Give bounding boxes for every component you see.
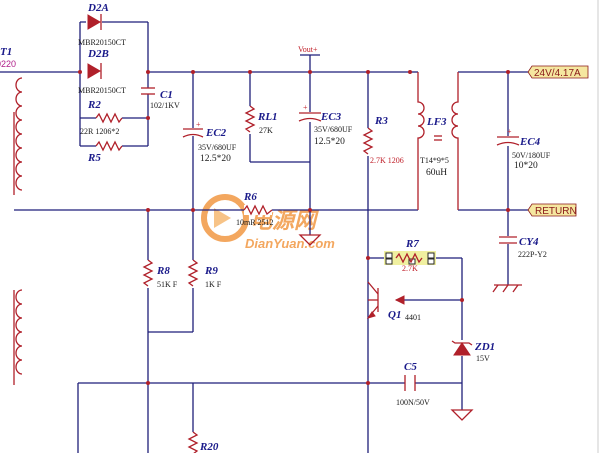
q1-ref: Q1 bbox=[388, 309, 401, 321]
resistor-r2: R2 22R 1206*2 bbox=[80, 99, 123, 136]
ec2-value1: 35V/680UF bbox=[198, 143, 237, 152]
resistor-r8: R8 51K F bbox=[142, 259, 178, 289]
ec2-ref: EC2 bbox=[205, 127, 227, 139]
vout-label: Vout+ bbox=[298, 45, 318, 54]
q1-value: 4401 bbox=[405, 313, 421, 322]
ec4-value2: 10*20 bbox=[514, 161, 538, 171]
return-port: RETURN bbox=[527, 203, 577, 217]
r9-ref: R9 bbox=[204, 265, 218, 277]
capacitor-ec4: + EC4 50V/180UF 10*20 bbox=[496, 127, 551, 171]
r8-ref: R8 bbox=[156, 265, 170, 277]
vout-net: Vout+ bbox=[298, 45, 320, 56]
junctions bbox=[78, 70, 510, 385]
c5-ref: C5 bbox=[404, 361, 417, 373]
resistor-r9: R9 1K F bbox=[187, 259, 222, 289]
cy4-value: 222P-Y2 bbox=[518, 250, 547, 259]
r9-value: 1K F bbox=[205, 280, 222, 289]
c1-ref: C1 bbox=[160, 89, 173, 101]
r3-ref: R3 bbox=[374, 115, 388, 127]
resistor-r6: R6 10mR 2512 bbox=[236, 191, 274, 227]
capacitor-cy4: CY4 222P-Y2 bbox=[499, 236, 547, 259]
capacitor-ec2: + EC2 35V/680UF 12.5*20 bbox=[182, 120, 237, 164]
lf3-value1: T14*9*5 bbox=[420, 156, 449, 165]
r6-ref: R6 bbox=[243, 191, 257, 203]
chassis-ground-icon bbox=[492, 284, 522, 293]
d2b-value: MBR20150CT bbox=[78, 86, 126, 95]
wires bbox=[0, 21, 532, 453]
ec4-value1: 50V/180UF bbox=[512, 151, 551, 160]
ec2-value2: 12.5*20 bbox=[200, 154, 231, 164]
r3-value: 2.7K 1206 bbox=[370, 156, 404, 165]
ec4-ref: EC4 bbox=[519, 136, 541, 148]
r20-ref: R20 bbox=[199, 441, 219, 453]
transistor-q1: Q1 4401 bbox=[366, 281, 421, 322]
t1-value: 0220 bbox=[0, 59, 16, 69]
watermark-en: DianYuan.com bbox=[245, 236, 335, 251]
d2b-ref: D2B bbox=[87, 48, 109, 60]
resistor-r20: R20 bbox=[187, 431, 219, 453]
r7-ref: R7 bbox=[405, 238, 419, 250]
r2-value: 22R 1206*2 bbox=[80, 127, 119, 136]
r8-value: 51K F bbox=[157, 280, 178, 289]
capacitor-ec3: + EC3 35V/680UF 12.5*20 bbox=[298, 103, 353, 147]
resistor-r7: R7 2.7K bbox=[384, 238, 436, 273]
r2-ref: R2 bbox=[87, 99, 101, 111]
zd1-ref: ZD1 bbox=[474, 341, 495, 353]
r6-value: 10mR 2512 bbox=[236, 218, 274, 227]
diode-d2a: D2A MBR20150CT bbox=[78, 2, 126, 47]
capacitor-c1: C1 102/1KV bbox=[141, 87, 180, 110]
ec3-value1: 35V/680UF bbox=[314, 125, 353, 134]
output-port: 24V/4.17A bbox=[527, 65, 589, 79]
c5-value: 100N/50V bbox=[396, 398, 430, 407]
cy4-ref: CY4 bbox=[519, 236, 539, 248]
ec3-value2: 12.5*20 bbox=[314, 137, 345, 147]
resistor-r5: R5 bbox=[87, 140, 123, 164]
zd1-value: 15V bbox=[476, 354, 490, 363]
inductor-lf3: LF3 T14*9*5 60uH bbox=[417, 72, 459, 210]
svg-text:+: + bbox=[303, 103, 308, 112]
svg-text:+: + bbox=[507, 127, 512, 136]
transformer-t1: T1 0220 bbox=[0, 46, 23, 385]
ec3-ref: EC3 bbox=[320, 111, 342, 123]
rl1-ref: RL1 bbox=[257, 111, 278, 123]
r7-value: 2.7K bbox=[402, 264, 418, 273]
zener-zd1: ZD1 15V bbox=[451, 340, 495, 363]
t1-ref: T1 bbox=[0, 46, 12, 58]
ground-symbol bbox=[298, 234, 322, 246]
lf3-ref: LF3 bbox=[426, 116, 447, 128]
resistor-r3: R3 2.7K 1206 bbox=[362, 115, 404, 165]
d2a-value: MBR20150CT bbox=[78, 38, 126, 47]
diode-d2b: D2B MBR20150CT bbox=[78, 48, 126, 95]
capacitor-c5: C5 100N/50V bbox=[396, 361, 430, 407]
ground-symbol-2 bbox=[450, 409, 474, 421]
output-port-label: 24V/4.17A bbox=[534, 68, 581, 79]
r5-ref: R5 bbox=[87, 152, 101, 164]
resistor-rl1: RL1 27K bbox=[244, 105, 278, 135]
return-port-label: RETURN bbox=[535, 206, 577, 217]
rl1-value: 27K bbox=[259, 126, 273, 135]
c1-value: 102/1KV bbox=[150, 101, 180, 110]
d2a-ref: D2A bbox=[87, 2, 109, 14]
svg-text:+: + bbox=[196, 120, 201, 129]
lf3-value2: 60uH bbox=[426, 168, 447, 178]
